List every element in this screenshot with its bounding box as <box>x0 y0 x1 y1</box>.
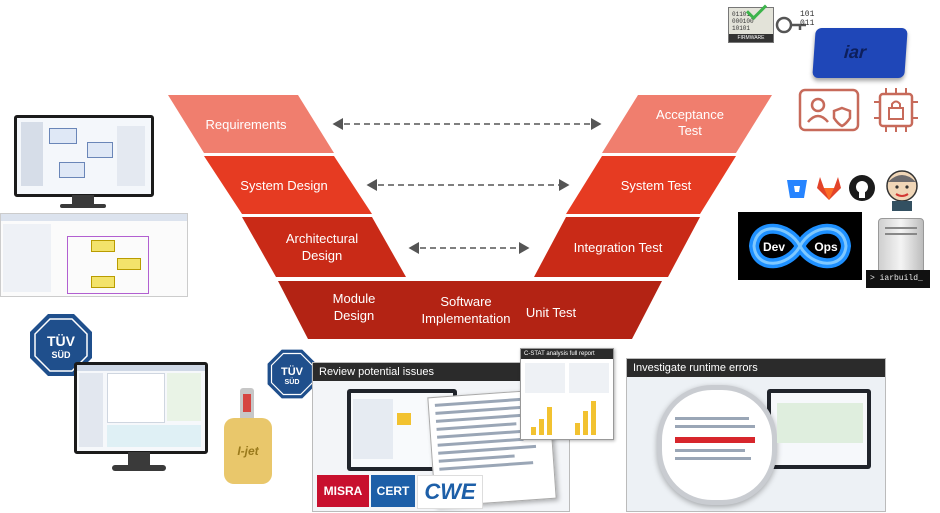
id-shield-icon <box>798 88 860 132</box>
label-architectural: Architectural <box>286 231 358 246</box>
bitbucket-icon <box>787 180 807 198</box>
stage-requirements <box>168 95 334 153</box>
stage-architectural-design <box>242 217 406 277</box>
firmware-icon: 01101 000100 10101 FIRMWARE <box>728 0 774 43</box>
review-panel-title: Review potential issues <box>313 363 569 381</box>
label-acceptance: Acceptance <box>656 107 724 122</box>
stage-bottom-bar <box>278 281 662 339</box>
misra-logo: MISRA <box>317 475 369 507</box>
label-test: Test <box>678 123 702 138</box>
devops-panel: Dev Ops <box>738 212 862 280</box>
gitlab-icon <box>817 177 841 200</box>
stage-integration-test <box>534 217 700 277</box>
runtime-errors-panel: Investigate runtime errors <box>626 358 886 512</box>
cstat-report: C-STAT analysis full report <box>520 348 614 440</box>
modeling-monitor <box>14 115 154 215</box>
svg-text:SÜD: SÜD <box>51 350 71 360</box>
svg-text:TÜV: TÜV <box>47 333 76 349</box>
label-module: Module <box>333 291 376 306</box>
label-unit-test: Unit Test <box>526 305 577 320</box>
tuv-badge-left: TÜV SÜD <box>30 314 92 376</box>
key-icon <box>775 16 806 34</box>
tuv-badge-center: TÜV SÜD <box>267 349 317 399</box>
chip-lock-icon <box>874 88 918 132</box>
stage-acceptance-test <box>602 95 772 153</box>
devops-dev-label: Dev <box>763 240 785 254</box>
cwe-logo: CWE <box>417 475 483 509</box>
label-system-design: System Design <box>240 178 327 193</box>
svg-text:SÜD: SÜD <box>285 377 300 386</box>
state-machine-screenshot <box>0 213 188 297</box>
key-bits: 101 011 <box>800 10 815 28</box>
svg-text:TÜV: TÜV <box>281 365 304 378</box>
runtime-panel-title: Investigate runtime errors <box>627 359 885 377</box>
github-icon <box>849 175 875 201</box>
cstat-report-title: C-STAT analysis full report <box>521 349 613 359</box>
ide-monitor <box>74 362 208 480</box>
label-implementation: Implementation <box>422 311 511 326</box>
label-requirements: Requirements <box>206 117 287 132</box>
stage-system-test <box>566 156 736 214</box>
iarbuild-terminal: > iarbuild_ <box>866 270 930 288</box>
ijet-probe: I-jet <box>222 388 274 488</box>
cert-logo: CERT <box>371 475 415 507</box>
jenkins-icon <box>886 170 918 211</box>
label-module-design: Design <box>334 308 374 323</box>
label-integration-test: Integration Test <box>574 240 663 255</box>
label-design: Design <box>302 248 342 263</box>
label-system-test: System Test <box>621 178 692 193</box>
label-software: Software <box>440 294 491 309</box>
devops-ops-label: Ops <box>814 240 838 254</box>
stage-system-design <box>204 156 372 214</box>
iar-device: iar <box>812 28 908 78</box>
